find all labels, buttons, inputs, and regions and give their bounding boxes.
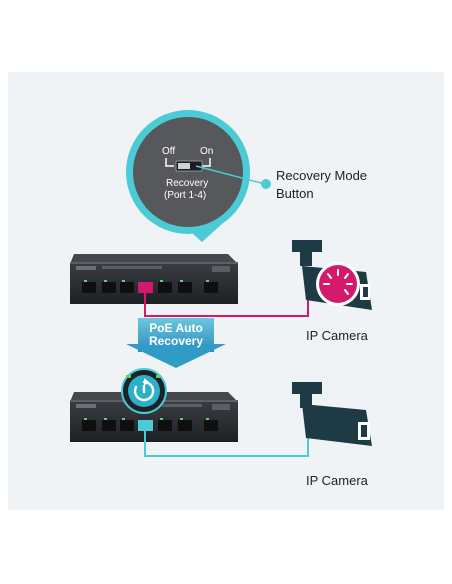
failed-port: [138, 282, 153, 293]
recovered-link: [144, 431, 309, 457]
recovered-port: [138, 420, 153, 431]
leader-line: [195, 165, 266, 185]
switch-name-label: Recovery: [166, 178, 209, 189]
on-label: On: [200, 146, 214, 157]
camera-top-label: IP Camera: [306, 328, 368, 343]
arrow-label-line2: Recovery: [148, 334, 204, 348]
off-label: Off: [162, 146, 176, 157]
recovery-button-label-line2: Button: [276, 186, 314, 201]
recovery-button-label-line1: Recovery Mode: [276, 168, 368, 183]
arrow-label-line1: PoE Auto: [149, 321, 203, 335]
arrow-down-icon: [126, 318, 226, 368]
callout-face: [133, 117, 243, 227]
ip-camera-icon: [292, 240, 372, 310]
camera-bottom-label: IP Camera: [306, 473, 368, 488]
leader-dot: [261, 179, 271, 189]
ip-camera-icon: [292, 382, 372, 446]
recovery-callout: [126, 110, 250, 242]
failed-link: [144, 293, 309, 317]
switch-ports-label: (Port 1-4): [164, 190, 207, 201]
switch-top: [70, 254, 238, 304]
power-recovery-icon: [121, 368, 167, 414]
